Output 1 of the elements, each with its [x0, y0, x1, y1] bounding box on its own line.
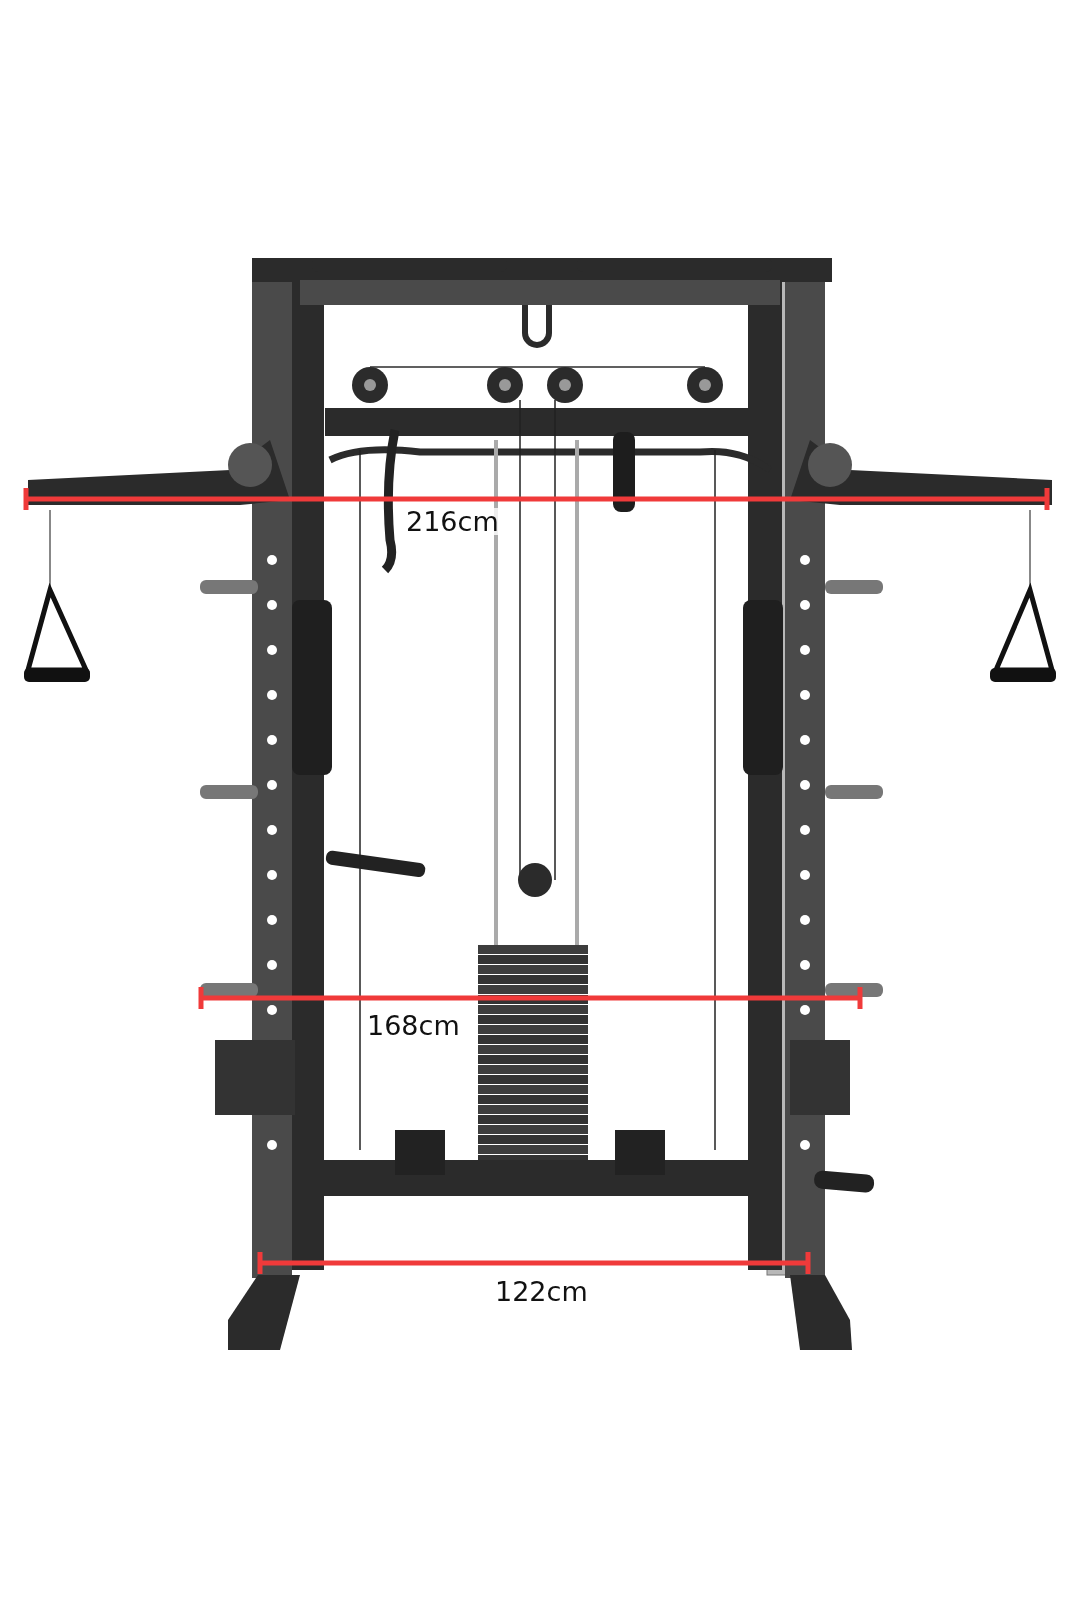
dimension-label: 216cm — [406, 508, 499, 535]
